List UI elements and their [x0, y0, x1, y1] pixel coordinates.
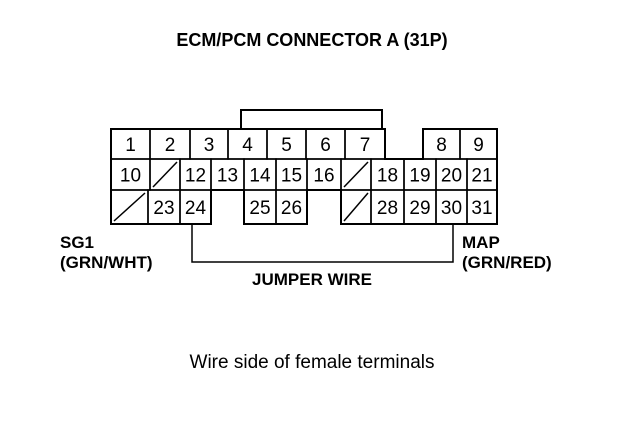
pin-cavity: [179, 189, 212, 225]
pin-number: 15: [281, 166, 302, 187]
jumper-wire-label: JUMPER WIRE: [252, 270, 372, 289]
pin-number: 5: [281, 135, 292, 156]
empty-cavity-slash: [343, 161, 369, 188]
pin-number: 9: [473, 135, 484, 156]
pin-number: 4: [242, 135, 253, 156]
pin-number: 30: [441, 198, 462, 219]
pin-number: 18: [377, 166, 398, 187]
connector-lock-tab: [240, 109, 383, 129]
sg1-name: SG1: [60, 233, 95, 252]
jumper-wire: [191, 224, 454, 263]
pin-number: 1: [125, 135, 136, 156]
pin-number: 26: [281, 198, 302, 219]
pin-number: 10: [120, 166, 141, 187]
pin-number: 29: [409, 198, 430, 219]
sg1-wire-color: (GRN/WHT): [60, 253, 153, 272]
pin-number: 13: [217, 166, 238, 187]
pin-cavity: [466, 189, 498, 225]
pin-number: 14: [249, 166, 271, 187]
pin-number: 24: [185, 198, 207, 219]
sg1-label: SG1 (GRN/WHT): [60, 233, 153, 273]
map-name: MAP: [462, 233, 500, 252]
pin-number: 6: [320, 135, 331, 156]
pin-number: 21: [471, 166, 492, 187]
pin-number: 2: [165, 135, 176, 156]
pin-number: 12: [185, 166, 206, 187]
empty-cavity-slash: [343, 192, 369, 222]
pin-cavity: [275, 189, 308, 225]
empty-cavity-slash: [113, 192, 146, 222]
pin-number: 3: [204, 135, 215, 156]
pin-number: 8: [436, 135, 447, 156]
pin-number: 31: [471, 198, 492, 219]
map-wire-color: (GRN/RED): [462, 253, 552, 272]
pin-number: 7: [360, 135, 371, 156]
diagram-title: ECM/PCM CONNECTOR A (31P): [176, 30, 448, 50]
map-label: MAP (GRN/RED): [462, 233, 552, 273]
pin-number: 19: [409, 166, 430, 187]
pin-number: 20: [441, 166, 462, 187]
pin-number: 25: [249, 198, 270, 219]
pin-number: 28: [377, 198, 398, 219]
empty-cavity-slash: [152, 161, 178, 188]
diagram-caption: Wire side of female terminals: [189, 352, 435, 373]
pin-number: 16: [313, 166, 334, 187]
pin-number: 23: [153, 198, 174, 219]
